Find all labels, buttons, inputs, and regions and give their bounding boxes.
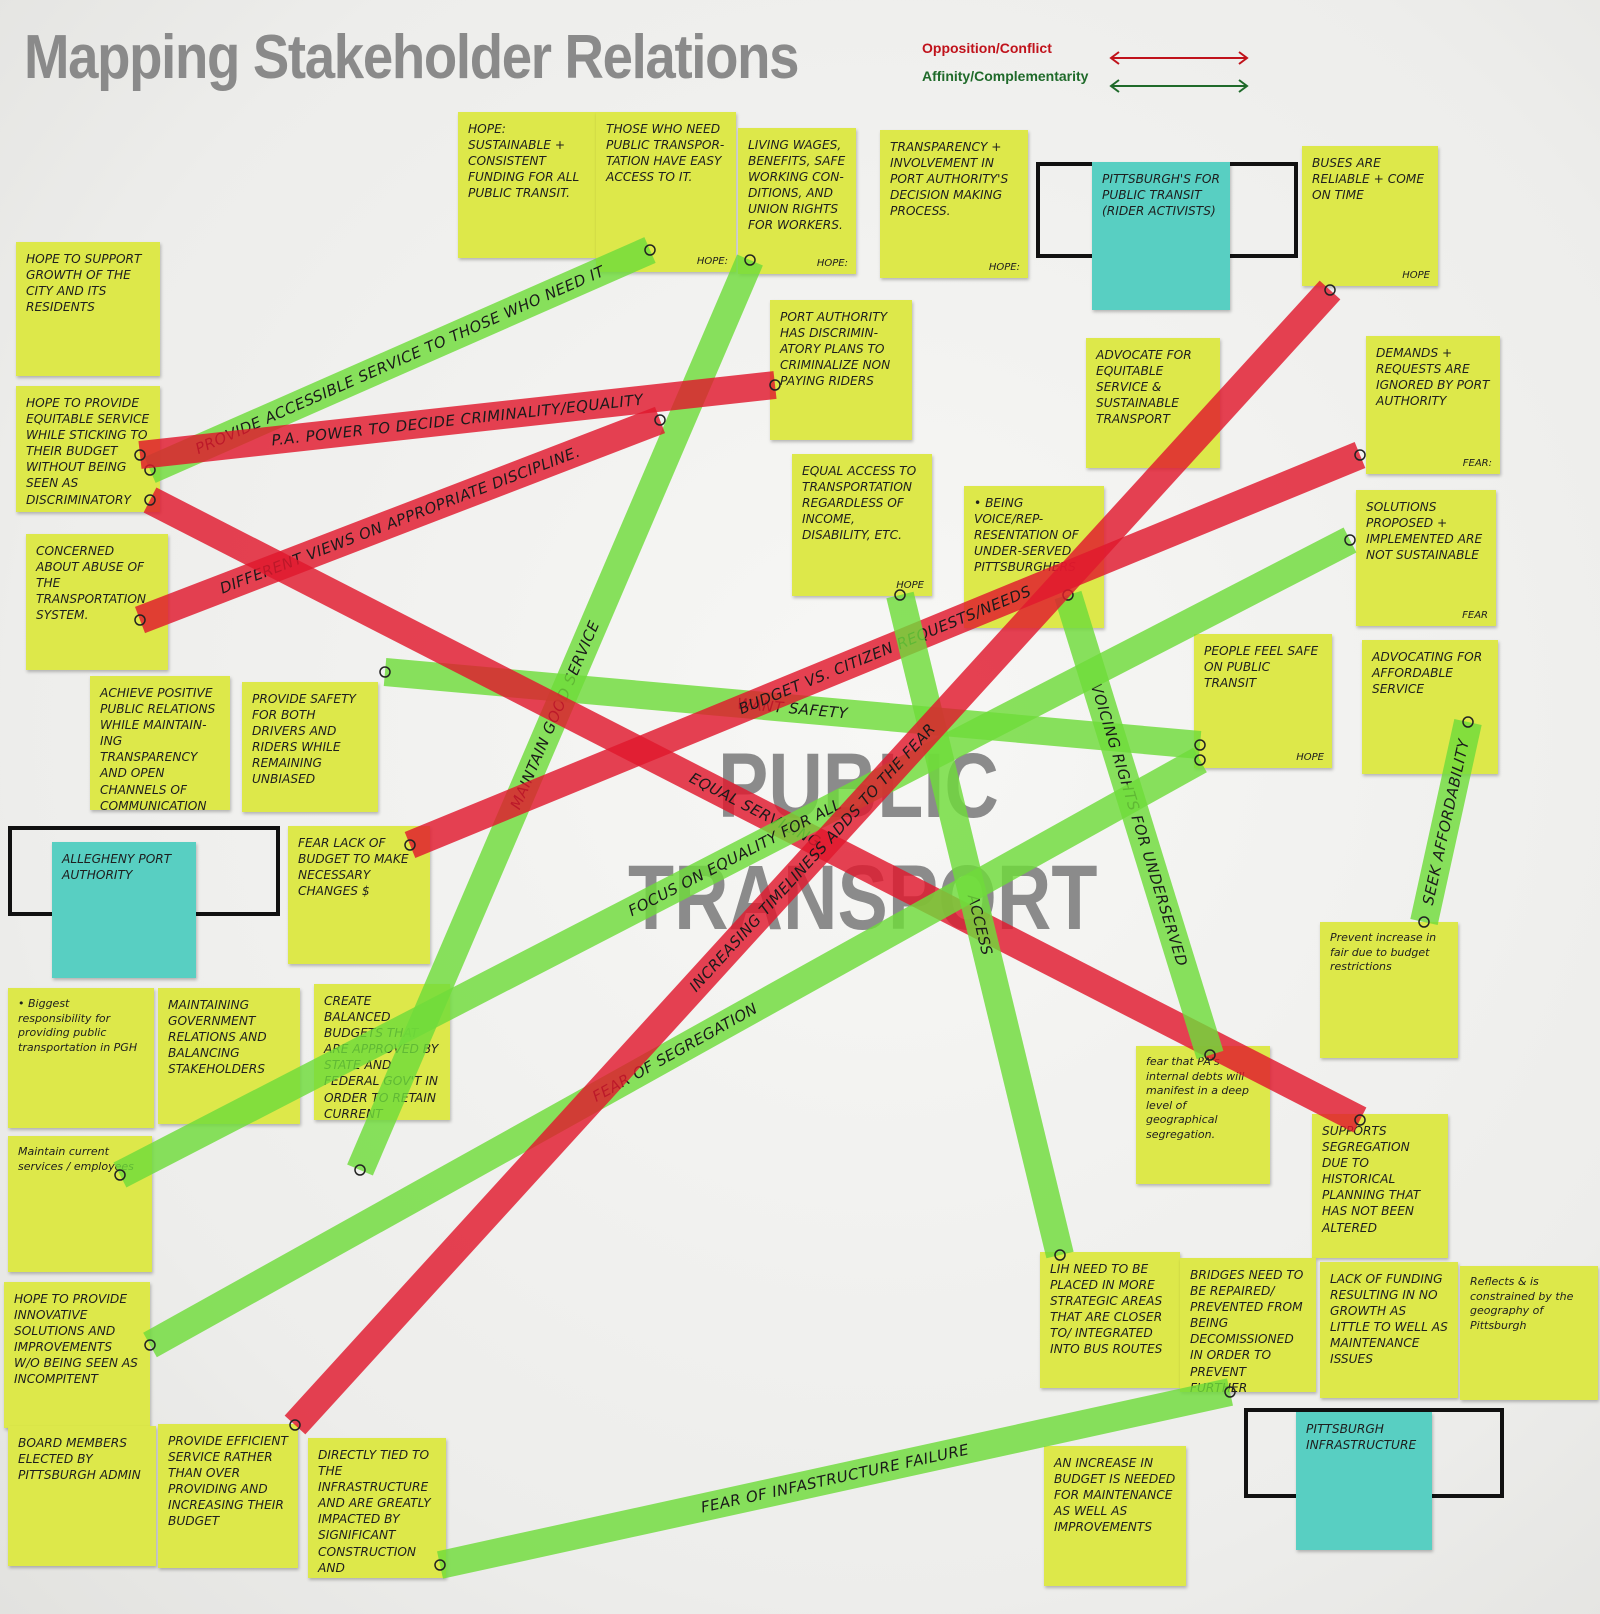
strip-s6: EQUAL SERVICING xyxy=(145,495,1365,1125)
strip-s14: FEAR OF INFASTRUCTURE FAILURE xyxy=(435,1387,1235,1570)
strip-s11: FOCUS ON EQUALITY FOR ALL xyxy=(115,535,1355,1180)
strip-s12: FEAR OF SEGREGATION xyxy=(145,755,1205,1350)
strip-label-s14: FEAR OF INFASTRUCTURE FAILURE xyxy=(699,1440,970,1516)
strip-s13: INCREASING TIMELINESS ADDS TO THE FEAR xyxy=(290,285,1335,1430)
strip-s10: SEEK AFFORDABILITY xyxy=(1419,717,1473,927)
